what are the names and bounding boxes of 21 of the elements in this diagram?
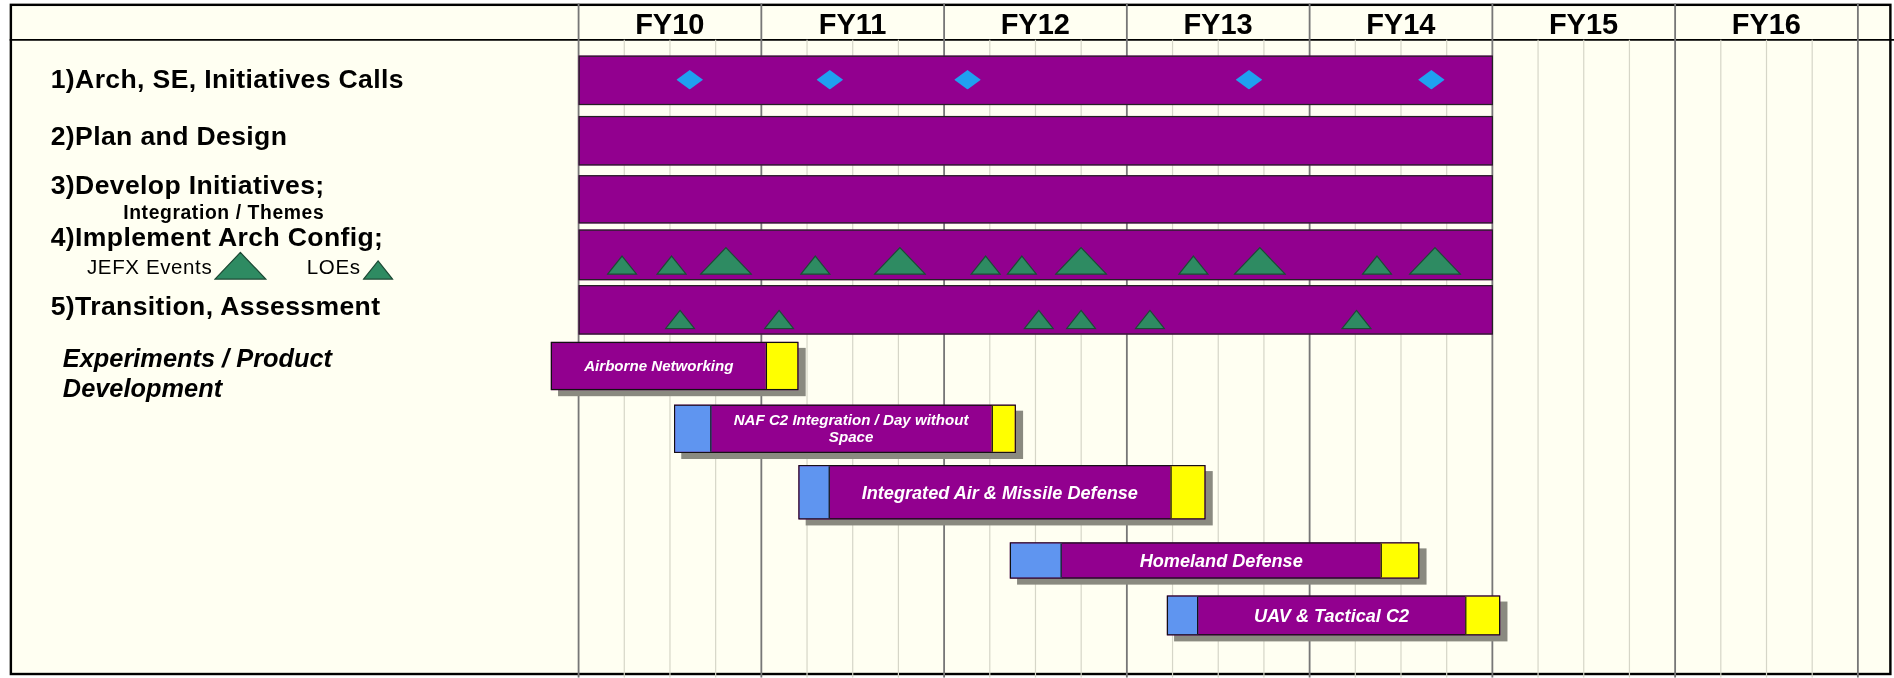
- legend-label: LOEs: [306, 256, 361, 281]
- row-label: 4)Implement Arch Config;: [50, 222, 384, 254]
- row-label: 5)Transition, Assessment: [50, 291, 381, 323]
- year-heading: FY13: [1182, 7, 1254, 42]
- activity-label: UAV & Tactical C2: [1254, 605, 1410, 626]
- year-heading: FY14: [1365, 7, 1437, 42]
- row-sublabel: Integration / Themes: [123, 201, 325, 224]
- section-heading: Experiments / Product Development: [62, 343, 334, 404]
- activity-label: Integrated Air & Missile Defense: [861, 481, 1138, 503]
- activity-label: Airborne Networking: [584, 357, 734, 375]
- row-label: 2)Plan and Design: [50, 120, 288, 153]
- year-heading: FY15: [1547, 7, 1620, 42]
- activity-label: Homeland Defense: [1139, 550, 1303, 571]
- year-heading: FY12: [999, 7, 1071, 42]
- legend-label: JEFX Events: [86, 256, 213, 281]
- row-label: 3)Develop Initiatives;: [50, 170, 325, 202]
- year-heading: FY11: [817, 7, 888, 42]
- year-heading: FY10: [634, 7, 706, 42]
- activity-label: NAF C2 Integration / Day without Space: [732, 411, 970, 447]
- year-heading: FY16: [1730, 7, 1802, 42]
- row-label: 1)Arch, SE, Initiatives Calls: [50, 64, 404, 96]
